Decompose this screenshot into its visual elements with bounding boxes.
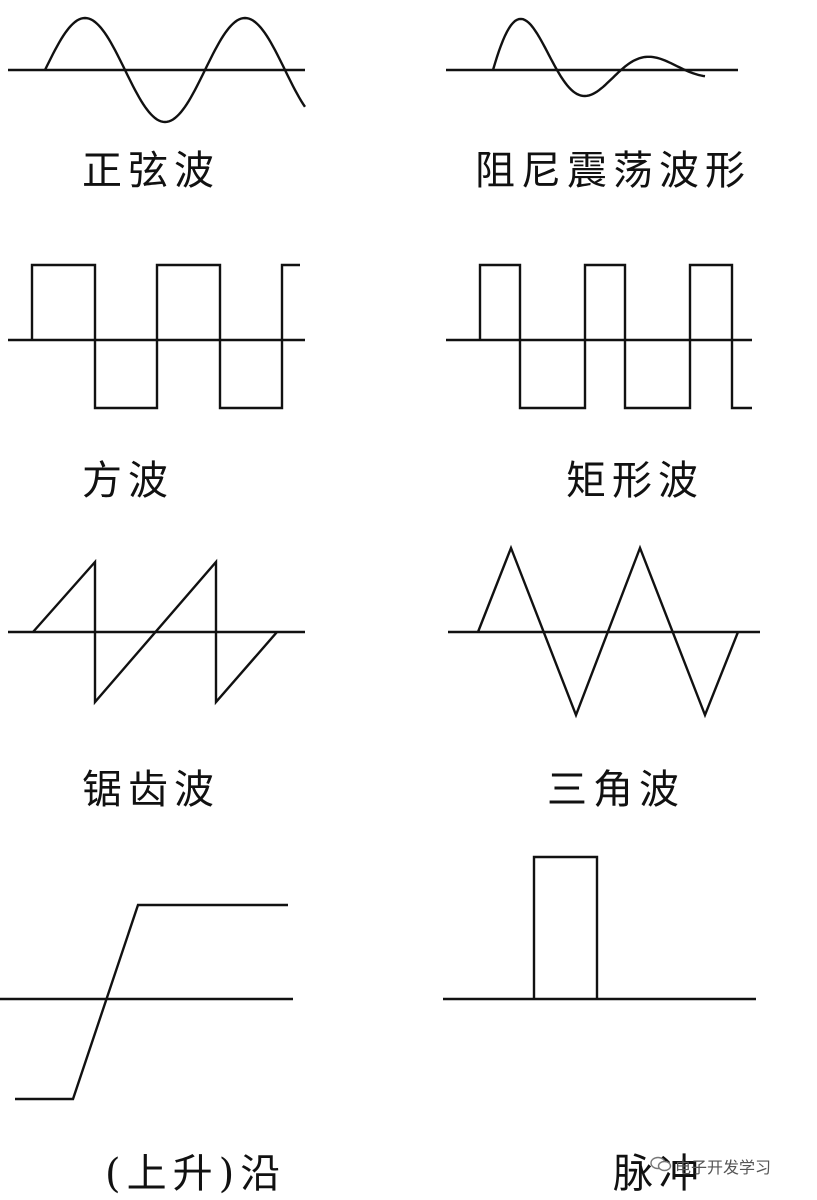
sine-waveform: [43, 16, 306, 124]
edge-waveform: [15, 903, 288, 1101]
label-pulse: 脉冲: [613, 1151, 705, 1197]
sawtooth-waveform: [32, 558, 278, 706]
triangle-waveform: [476, 544, 740, 719]
watermark-text: 电子开发学习: [675, 1158, 772, 1177]
label-triangle: 三角波: [547, 767, 685, 813]
label-rect: 矩形波: [566, 458, 704, 504]
label-square: 方波: [82, 458, 174, 504]
wechat-icon: [650, 1156, 672, 1172]
damped-waveform: [491, 17, 706, 98]
pulse-waveform: [532, 855, 599, 999]
label-sawtooth: 锯齿波: [82, 767, 220, 813]
label-damped: 阻尼震荡波形: [475, 148, 751, 194]
label-edge: (上升)沿: [105, 1151, 287, 1197]
rect-waveform: [478, 263, 752, 410]
label-sine: 正弦波: [82, 148, 220, 194]
square-waveform: [30, 263, 300, 410]
